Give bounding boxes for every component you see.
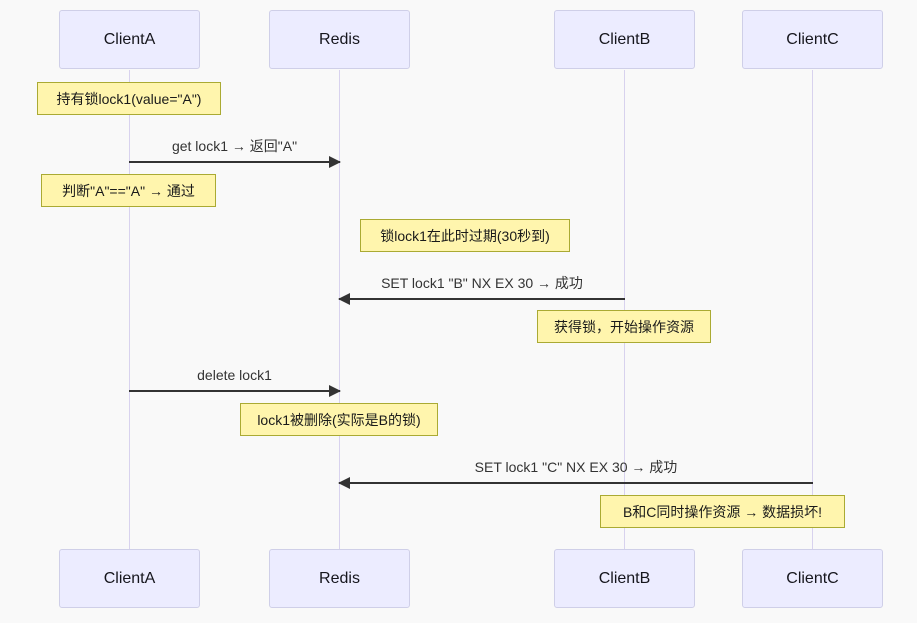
actor-top-clientb: ClientB [554,10,695,69]
actor-top-clientc: ClientC [742,10,883,69]
note-lock1-deleted-was-b: lock1被删除(实际是B的锁) [240,403,438,436]
actor-bottom-clientc: ClientC [742,549,883,608]
note-check-value-pass: 判断"A"=="A" → 通过 [41,174,216,207]
actor-bottom-clientb: ClientB [554,549,695,608]
actor-label: ClientB [598,569,651,587]
lifeline-clientb [624,70,625,549]
message-arrow-line [129,156,341,168]
note-holding-lock1: 持有锁lock1(value="A") [37,82,221,115]
message-get-lock1: get lock1 → 返回"A" [129,136,341,168]
message-arrow-line [338,477,813,489]
lifeline-redis [339,70,340,549]
arrowhead-left-icon [338,293,350,305]
note-acquired-lock-operating: 获得锁，开始操作资源 [537,310,711,343]
actor-label: ClientC [786,569,839,587]
message-label: SET lock1 "B" NX EX 30 → 成功 [381,275,583,291]
arrowhead-right-icon [329,385,341,397]
message-delete-lock1: delete lock1 [129,365,341,397]
actor-label: Redis [319,569,360,587]
actor-label: ClientC [786,30,839,48]
actor-top-redis: Redis [269,10,410,69]
note-lock1-expired: 锁lock1在此时过期(30秒到) [360,219,570,252]
message-label: SET lock1 "C" NX EX 30 → 成功 [474,459,678,475]
lifeline-clienta [129,70,130,549]
message-label: delete lock1 [197,367,272,383]
actor-bottom-clienta: ClientA [59,549,200,608]
actor-bottom-redis: Redis [269,549,410,608]
arrowhead-right-icon [329,156,341,168]
message-label: get lock1 → 返回"A" [171,138,298,154]
actor-label: ClientA [103,569,156,587]
actor-top-clienta: ClientA [59,10,200,69]
lifeline-clientc [812,70,813,549]
actor-label: ClientA [103,30,156,48]
actor-label: ClientB [598,30,651,48]
message-set-lock1-b: SET lock1 "B" NX EX 30 → 成功 [338,273,625,305]
message-set-lock1-c: SET lock1 "C" NX EX 30 → 成功 [338,457,813,489]
message-arrow-line [129,385,341,397]
actor-label: Redis [319,30,360,48]
note-data-corruption: B和C同时操作资源 → 数据损坏! [600,495,845,528]
message-arrow-line [338,293,625,305]
arrowhead-left-icon [338,477,350,489]
